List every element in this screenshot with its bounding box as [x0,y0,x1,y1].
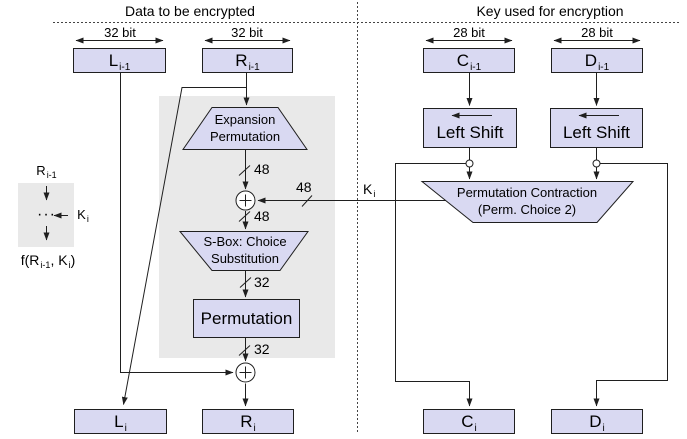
left-shift-c-label: Left Shift [436,123,504,142]
legend-f-output-label: f(Ri-1, Ki) [20,252,76,270]
xor2-icon [235,362,256,383]
permutation-box-label: Permutation [200,308,293,328]
subkey-label: Ki [363,181,376,199]
branch-node-c [465,159,474,168]
left-shift-c-box: Left Shift [423,108,517,148]
register-c-prev-label: Ci-1 [456,51,482,73]
register-r-next-label: Ri [240,412,256,434]
bitwidth-label-l: 32 bit [104,25,136,40]
bitwidth-label-d: 28 bit [581,25,613,40]
permutation-box: Permutation [193,299,300,338]
legend-dots: ··· [37,206,56,223]
title-key-half: Key used for encryption [476,3,624,19]
register-c-next: Ci [423,409,515,434]
register-l-prev-label: Li-1 [108,51,131,73]
register-l-prev: Li-1 [73,48,166,73]
bits-48-subkey: 48 [296,179,312,195]
expansion-permutation-label: Expansion Permutation [209,112,281,144]
left-shift-d-box: Left Shift [550,108,643,148]
register-d-prev: Di-1 [551,48,643,73]
register-l-next: Li [74,409,167,434]
bits-48-expansion-out: 48 [254,161,270,177]
register-d-next: Di [551,409,643,434]
bits-32-perm-out: 32 [254,341,270,357]
title-data-half: Data to be encrypted [125,3,255,19]
bitwidth-label-r: 32 bit [231,25,263,40]
register-d-next-label: Di [589,412,605,434]
permutation-contraction-label: Permutation Contraction (Perm. Choice 2) [456,185,598,217]
register-r-next: Ri [202,409,294,434]
branch-node-d [592,159,601,168]
legend-key-label: Ki [77,207,89,224]
bits-48-xor-out: 48 [254,208,270,224]
bitwidth-label-c: 28 bit [453,25,485,40]
sbox-label: S-Box: Choice Substitution [203,234,287,266]
register-l-next-label: Li [114,412,127,434]
register-r-prev: Ri-1 [202,48,293,73]
register-r-prev-label: Ri-1 [235,51,260,73]
register-c-next-label: Ci [461,412,477,434]
left-shift-d-label: Left Shift [562,123,631,142]
register-c-prev: Ci-1 [423,48,515,73]
bits-32-sbox-out: 32 [254,274,270,290]
register-d-prev-label: Di-1 [584,51,610,73]
legend-input-label: Ri-1 [36,163,57,180]
